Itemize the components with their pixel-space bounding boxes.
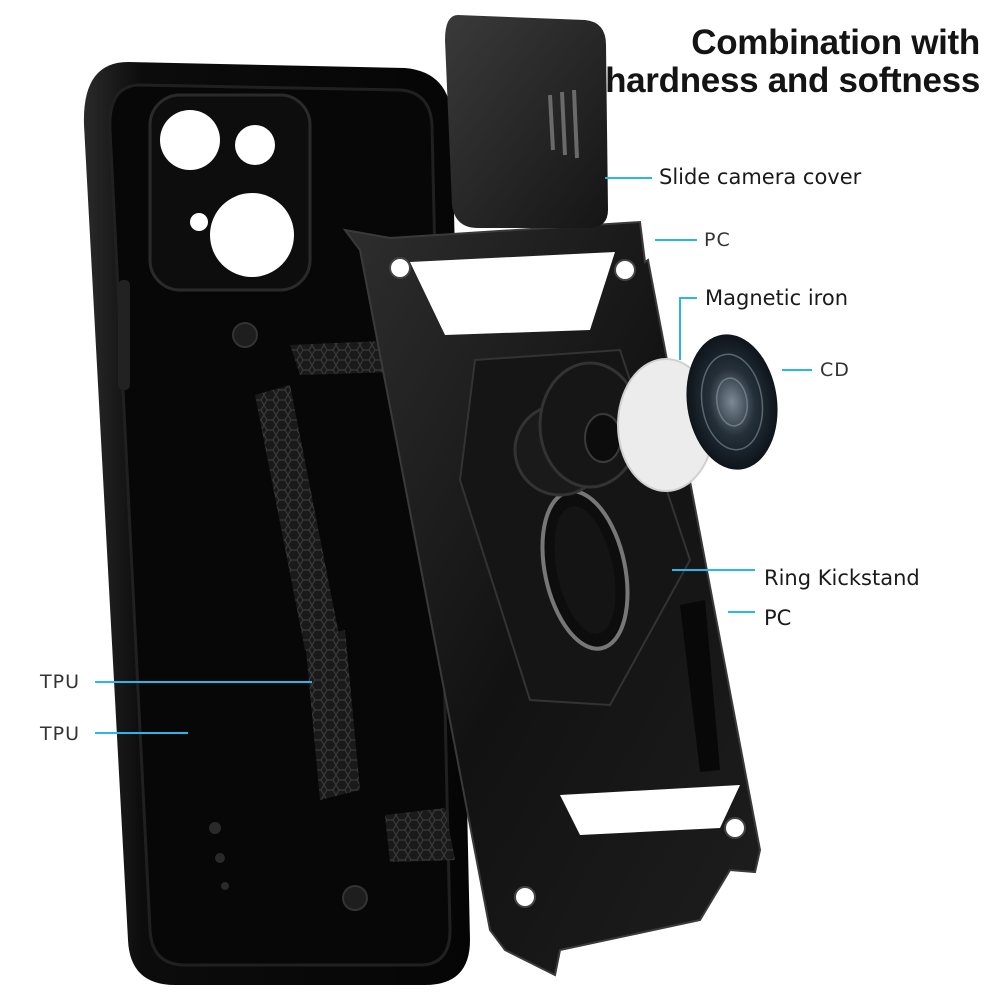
- label-pc-bottom: PC: [764, 606, 792, 630]
- slide-camera-cover: [445, 15, 608, 228]
- speaker-hole: [209, 822, 221, 834]
- camera-lens-hole: [235, 125, 275, 165]
- tpu-pads: [232, 322, 455, 911]
- side-button: [118, 280, 130, 390]
- label-cd: CD: [820, 359, 850, 381]
- label-tpu-lower: TPU: [40, 723, 80, 745]
- label-magnetic-iron: Magnetic iron: [705, 286, 849, 310]
- headline: Combination with hardness and softness: [605, 24, 980, 100]
- label-pc-top: PC: [704, 229, 731, 251]
- camera-module: [148, 93, 312, 292]
- label-ring-kickstand: Ring Kickstand: [764, 566, 920, 590]
- speaker-hole: [215, 853, 225, 863]
- leader-lines: [95, 177, 812, 734]
- label-slide-camera-cover: Slide camera cover: [659, 165, 862, 189]
- speaker-hole: [221, 882, 229, 890]
- headline-line-1: Combination with: [691, 23, 980, 62]
- leader-line: [679, 297, 697, 360]
- cd-disc: [686, 334, 778, 470]
- camera-lens-hole: [160, 110, 220, 170]
- camera-lens-hole: [210, 193, 294, 277]
- label-tpu-upper: TPU: [40, 671, 80, 693]
- flash-hole: [190, 213, 208, 231]
- headline-line-2: hardness and softness: [605, 61, 980, 100]
